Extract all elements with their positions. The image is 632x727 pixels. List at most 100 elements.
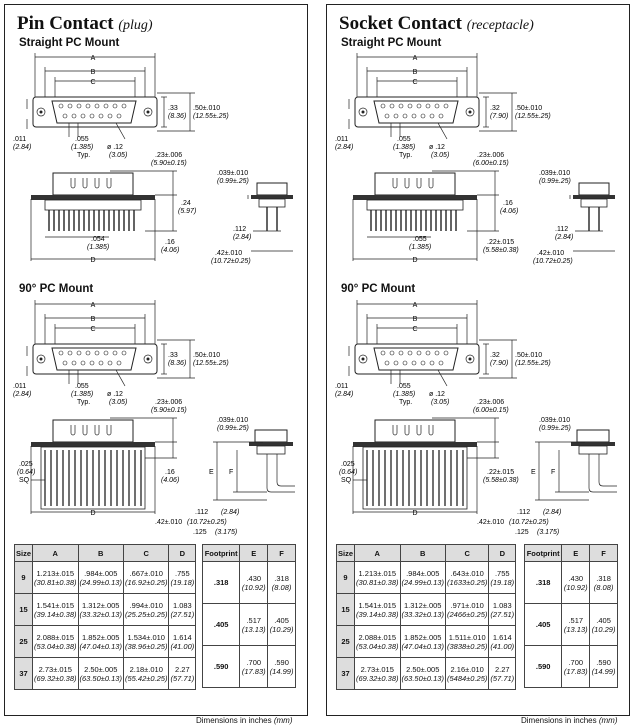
svg-text:.42±.010: .42±.010: [215, 250, 242, 257]
dim-cell: .755(19.18): [168, 561, 197, 594]
dim-cell: 2.50±.005(63.50±0.13): [77, 657, 124, 690]
svg-text:Typ.: Typ.: [77, 399, 90, 406]
svg-text:(7.90): (7.90): [490, 113, 508, 120]
dim-c-label: C: [90, 79, 95, 86]
svg-text:.055: .055: [397, 136, 411, 143]
svg-text:ø .12: ø .12: [107, 391, 123, 398]
footprint-row: .405.517(13.13).405(10.29): [523, 603, 618, 646]
svg-text:(10.72±0.25): (10.72±0.25): [533, 258, 573, 265]
svg-text:(8.36): (8.36): [168, 113, 186, 120]
dim-cell: 1.541±.015(39.14±0.38): [354, 593, 401, 626]
dim-a-label: A: [413, 55, 418, 62]
dim-cell: 1.541±.015(39.14±0.38): [32, 593, 79, 626]
svg-text:(1.385): (1.385): [409, 244, 431, 251]
dim-d-label: D: [90, 257, 95, 264]
dim-cell: 2.27(57.71): [168, 657, 197, 690]
svg-text:.055: .055: [397, 383, 411, 390]
dim-cell: 2.27(57.71): [488, 657, 517, 690]
dim-cell: .984±.005(24.99±0.13): [399, 561, 446, 594]
dim-cell: 2.088±.015(53.04±0.38): [32, 625, 79, 658]
svg-text:(1.385): (1.385): [87, 244, 109, 251]
svg-text:.054: .054: [91, 236, 105, 243]
dim-cell: .700(17.83): [561, 645, 591, 688]
dim-cell: .318(8.08): [267, 561, 296, 604]
svg-text:.112: .112: [195, 509, 208, 516]
footprint-row: .405.517(13.13).405(10.29): [201, 603, 296, 646]
svg-text:.039±.010: .039±.010: [539, 170, 570, 177]
svg-text:(3.05): (3.05): [431, 152, 449, 159]
svg-text:.50±.010: .50±.010: [515, 352, 542, 359]
svg-text:(1.385): (1.385): [393, 391, 415, 398]
svg-text:.22±.015: .22±.015: [487, 239, 514, 246]
svg-text:.125: .125: [193, 529, 207, 536]
svg-text:(8.36): (8.36): [168, 360, 186, 367]
contact-grid: [380, 103, 449, 119]
dim-cell: 2.73±.015(69.32±0.38): [354, 657, 401, 690]
size-cell: 25: [335, 625, 356, 658]
svg-text:(1.385): (1.385): [393, 144, 415, 151]
dim-cell: .430(10.92): [239, 561, 269, 604]
straight-top-view: A B C .33(8.36) .50±.010(12.55±.25) .011: [13, 53, 229, 159]
flange-side: [31, 195, 155, 200]
svg-text:(10.72±0.25): (10.72±0.25): [509, 519, 549, 526]
pc-tails: [48, 210, 135, 231]
svg-text:.23±.006: .23±.006: [477, 152, 504, 159]
dim-cell: 1.852±.005(47.04±0.13): [399, 625, 446, 658]
section-straight-title: Straight PC Mount: [19, 37, 120, 49]
svg-text:Typ.: Typ.: [399, 399, 412, 406]
size-cell: 9: [13, 561, 34, 594]
pin-contact-panel: Pin Contact (plug) Straight PC Mount 90°…: [4, 4, 308, 716]
svg-text:(0.64): (0.64): [17, 469, 35, 476]
footprint-cell: .405: [201, 603, 241, 646]
svg-text:(0.99±.25): (0.99±.25): [539, 425, 571, 432]
svg-text:(3.05): (3.05): [109, 399, 127, 406]
svg-text:(0.99±.25): (0.99±.25): [217, 425, 249, 432]
socket-contact-panel: Socket Contact (receptacle) Straight PC …: [326, 4, 630, 716]
svg-text:ø .12: ø .12: [429, 144, 445, 151]
svg-text:(1.385): (1.385): [71, 391, 93, 398]
svg-text:(2.84): (2.84): [543, 509, 561, 516]
svg-text:(12.55±.25): (12.55±.25): [515, 113, 551, 120]
svg-text:.50±.010: .50±.010: [193, 105, 220, 112]
svg-text:(0.64): (0.64): [339, 469, 357, 476]
section-90-title: 90° PC Mount: [19, 283, 94, 295]
drawing: A B C .32(7.90) .50±.010(12.55±.25) .011: [335, 53, 617, 536]
footprint-cell: .405: [523, 603, 563, 646]
panel-title: Pin Contact (plug): [17, 13, 153, 34]
svg-text:.16: .16: [165, 469, 175, 476]
svg-text:(2.84): (2.84): [221, 509, 239, 516]
dim-cell: .318(8.08): [589, 561, 618, 604]
dim-e-label: E: [531, 469, 536, 476]
footprint-cell: .318: [201, 561, 241, 604]
svg-text:(5.58±0.38): (5.58±0.38): [483, 477, 519, 484]
svg-text:D: D: [412, 510, 417, 517]
panel-title: Socket Contact (receptacle): [339, 13, 534, 34]
dim-cell: .700(17.83): [239, 645, 269, 688]
svg-text:SQ: SQ: [341, 477, 352, 484]
svg-text:A: A: [413, 302, 418, 309]
footprint-cell: .590: [201, 645, 241, 688]
straight-side-view: .23±.006(5.90±0.15) .24(5.97) .16(4.06) …: [30, 152, 293, 265]
svg-text:(6.00±0.15): (6.00±0.15): [473, 407, 509, 414]
svg-text:.23±.006: .23±.006: [155, 399, 182, 406]
svg-text:D: D: [90, 510, 95, 517]
svg-text:.32: .32: [490, 105, 500, 112]
footprint-row: .590.700(17.83).590(14.99): [201, 645, 296, 688]
svg-text:.039±.010: .039±.010: [217, 417, 248, 424]
svg-text:.32: .32: [490, 352, 500, 359]
dim-cell: .984±.005(24.99±0.13): [77, 561, 124, 594]
svg-text:(4.06): (4.06): [161, 247, 179, 254]
svg-text:(6.00±0.15): (6.00±0.15): [473, 160, 509, 167]
right-angle-top-view: A B C .33(8.36) .50±.010(12.55±.25) .011…: [13, 300, 229, 406]
svg-text:.23±.006: .23±.006: [155, 152, 182, 159]
svg-text:(2.84): (2.84): [233, 234, 251, 241]
footprint-cell: .318: [523, 561, 563, 604]
svg-text:(3.175): (3.175): [215, 529, 237, 536]
svg-text:.16: .16: [165, 239, 175, 246]
svg-text:(3.05): (3.05): [109, 152, 127, 159]
